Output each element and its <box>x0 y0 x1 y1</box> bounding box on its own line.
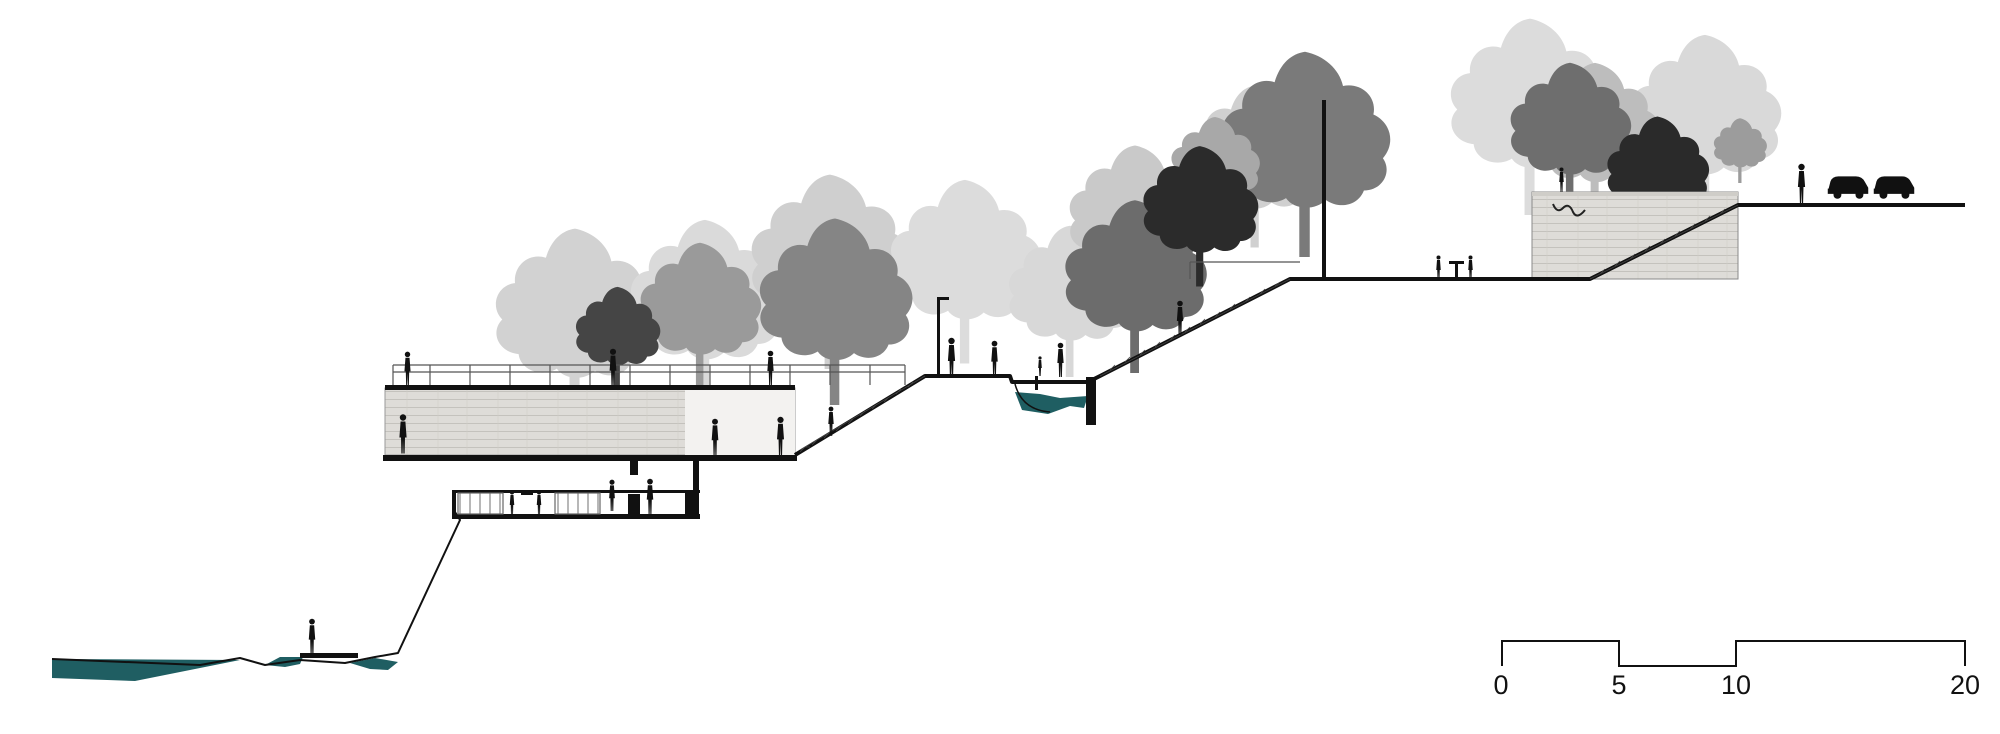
terrace-retaining-wall <box>384 387 796 456</box>
person-promenade-2 <box>991 340 998 376</box>
person-promenade-1 <box>947 337 956 377</box>
car-1 <box>1827 176 1869 199</box>
upper-terrace-wall-block <box>1531 191 1739 280</box>
terrace-slabs <box>383 376 1096 519</box>
person-lower-deck-1 <box>609 479 615 511</box>
scale-label-0: 0 <box>1493 670 1508 700</box>
scale-label-20: 20 <box>1950 670 1980 700</box>
person-lower-deck-2 <box>646 478 654 514</box>
lower-cafe-table <box>521 492 533 495</box>
river-logo-mark <box>1552 203 1586 217</box>
scale-label-5: 5 <box>1611 670 1626 700</box>
scale-label-10: 10 <box>1721 670 1751 700</box>
stairs <box>799 204 1739 453</box>
car-2 <box>1873 176 1915 199</box>
scale-bar: 0 5 10 20 <box>1493 640 1980 700</box>
person-promenade-3 <box>1057 342 1064 377</box>
person-on-dock <box>308 618 316 654</box>
person-on-roof-right <box>767 350 774 385</box>
fishing-dock <box>300 653 358 658</box>
person-on-roof-left <box>404 351 411 385</box>
person-on-street <box>1797 163 1806 203</box>
person-seated-terrace-2 <box>1468 255 1473 280</box>
railings <box>392 261 1300 515</box>
cafe-table <box>1449 261 1464 264</box>
child-playing <box>1038 356 1042 376</box>
person-seated-terrace-1 <box>1436 255 1441 280</box>
parked-cars <box>1827 176 1915 199</box>
person-seated-1 <box>509 490 515 515</box>
light-poles <box>937 100 1326 377</box>
person-seated-2 <box>536 490 542 515</box>
people-silhouettes <box>308 163 1806 654</box>
